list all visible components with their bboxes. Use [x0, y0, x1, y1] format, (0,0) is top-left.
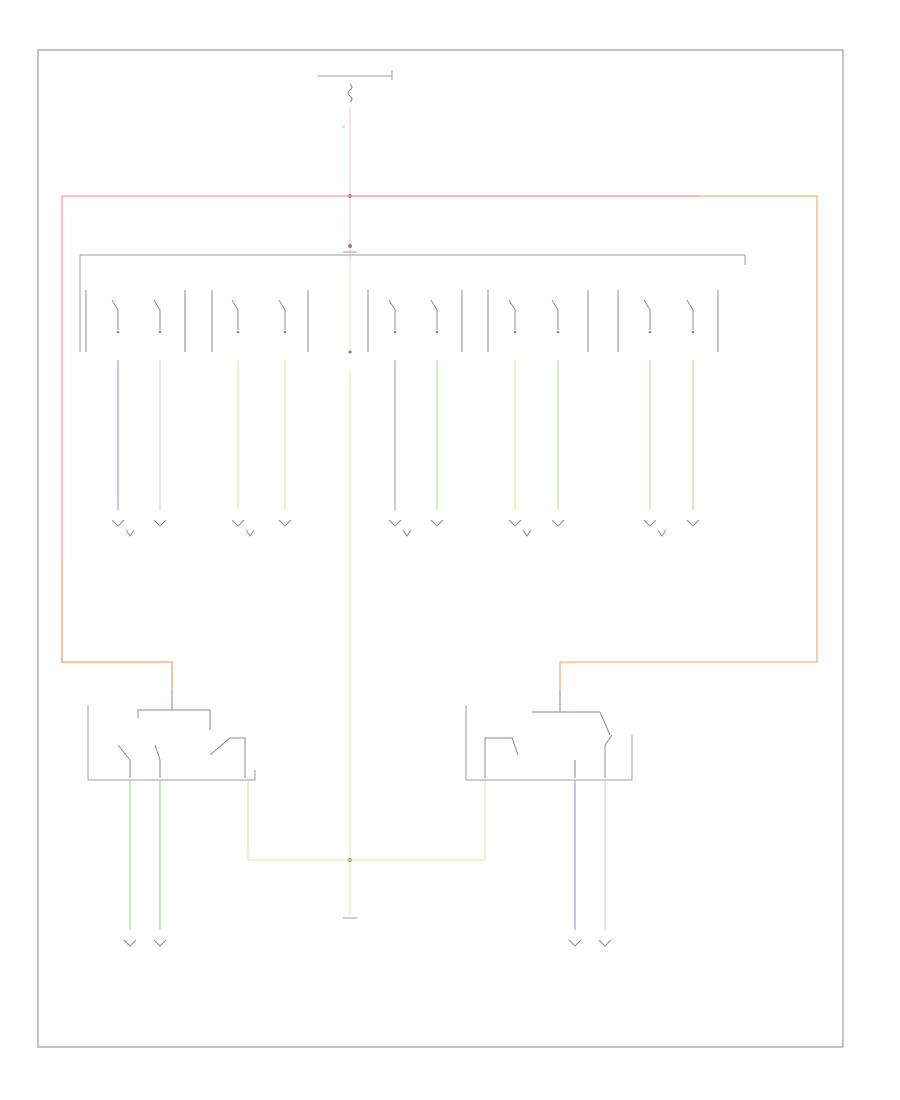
- switch-group-5-terminal-left: [648, 330, 652, 334]
- left-seat-switch-contacts: [117, 737, 246, 778]
- switch-group-4: [487, 290, 589, 537]
- switch-group-4-contacts: [508, 299, 559, 330]
- switch-group-1-housing: [85, 290, 186, 352]
- diagram-frame: [37, 49, 844, 1048]
- switch-group-5-motor-connector: [643, 519, 700, 537]
- switch-group-1-terminal-left: [116, 330, 120, 334]
- switch-group-5-terminal-right: [691, 330, 695, 334]
- right-seat-switch-contacts: [484, 734, 613, 778]
- switch-group-1-contacts: [111, 299, 161, 330]
- switch-group-2: [211, 290, 309, 537]
- switch-group-3-motor-connector: [388, 519, 444, 537]
- orange-feed-left-lower: [61, 560, 173, 690]
- red-feed-left: [61, 195, 350, 690]
- ground-bus: [247, 780, 486, 861]
- switch-group-3-contacts: [388, 299, 438, 330]
- left-seat-switch-link: [137, 709, 211, 730]
- switch-group-3-housing: [367, 290, 463, 352]
- left-seat-switch-body: [87, 705, 256, 781]
- switch-group-4-housing: [487, 290, 589, 352]
- right-seat-switch-body: [465, 705, 633, 781]
- switch-group-2-motor-connector: [231, 519, 292, 537]
- switch-groups: [85, 290, 719, 537]
- orange-feed-right: [350, 195, 818, 690]
- switch-group-5-housing: [617, 290, 719, 352]
- switch-group-5: [617, 290, 719, 537]
- hot-source: [318, 70, 393, 103]
- switch-group-2-housing: [211, 290, 309, 352]
- switch-group-3: [367, 290, 463, 537]
- right-motor-connector: [568, 939, 612, 947]
- right-seat-switch-link: [532, 711, 611, 736]
- switch-group-2-contacts: [231, 299, 286, 330]
- switch-group-3-terminal-left: [393, 330, 397, 334]
- switch-group-4-motor-connector: [508, 519, 565, 537]
- switch-group-1: [85, 290, 186, 537]
- switch-group-3-terminal-right: [435, 330, 439, 334]
- switch-group-1-motor-connector: [111, 519, 167, 537]
- fuse-connector-mark: C: [342, 124, 345, 129]
- switch-group-2-terminal-right: [283, 330, 287, 334]
- splice-lower: [348, 244, 352, 248]
- fuse-symbol: [347, 83, 353, 103]
- left-seat-switch: [87, 690, 256, 947]
- switch-group-1-terminal-right: [158, 330, 162, 334]
- left-motor-connector: [123, 939, 167, 947]
- center-ground-node: [348, 350, 352, 354]
- switch-group-4-terminal-right: [556, 330, 560, 334]
- master-switch: [79, 251, 746, 352]
- switch-group-5-contacts: [643, 299, 694, 330]
- right-seat-switch: [465, 690, 633, 947]
- switch-group-2-terminal-left: [236, 330, 240, 334]
- switch-group-4-terminal-left: [513, 330, 517, 334]
